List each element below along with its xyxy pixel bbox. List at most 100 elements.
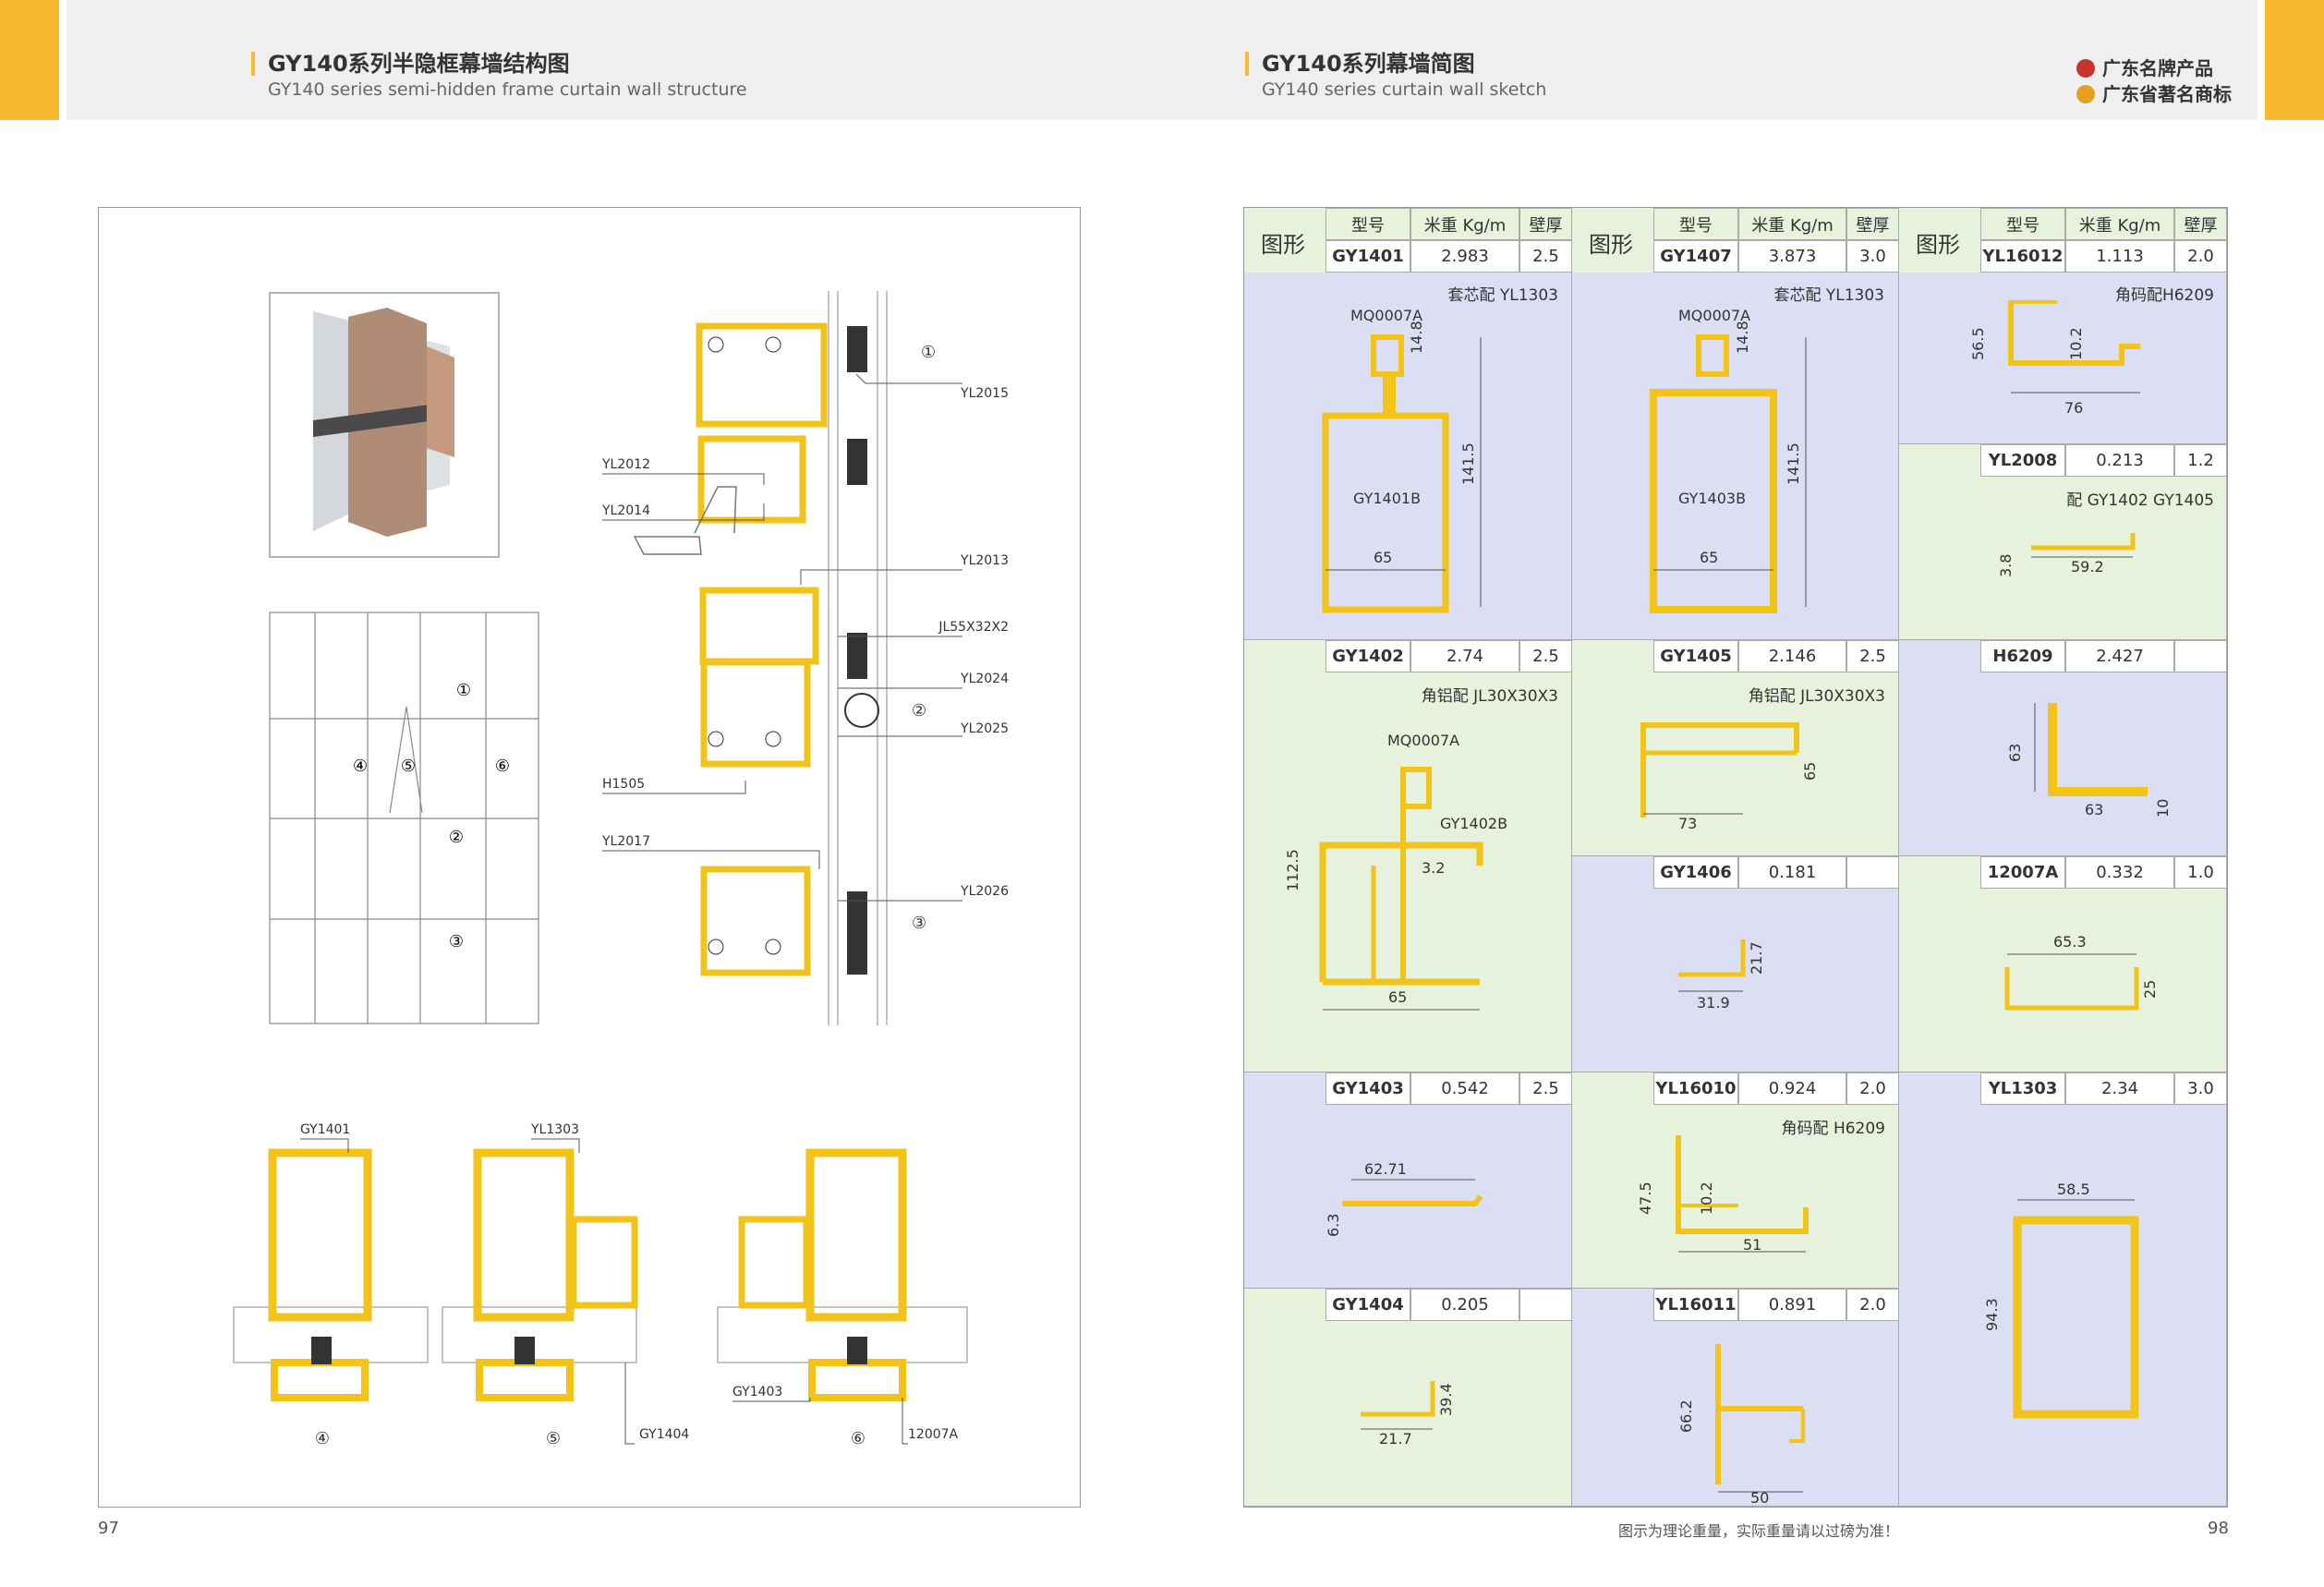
dim-d2: 39.4 [1437, 1383, 1455, 1416]
dim-d2: 6.3 [1325, 1214, 1342, 1237]
vertical-section [633, 291, 888, 1025]
dim-d1: 3.8 [1997, 554, 2015, 577]
thickness-cell: 2.0 [1846, 1289, 1899, 1321]
drawing-gy1402: MQ0007A GY1402B 112.5 3.2 65 [1284, 732, 1507, 1011]
panel-gy1405 [1572, 640, 1899, 856]
weight-cell: 3.873 [1738, 240, 1846, 273]
shape-header-1: 图形 [1261, 232, 1305, 258]
dim-d2: 73 [1678, 815, 1697, 832]
drawing-gy1403: 62.71 6.3 [1325, 1160, 1483, 1237]
dim-d2: 59.2 [2071, 558, 2104, 575]
mq-label: MQ0007A [1678, 307, 1750, 324]
weight-cell: 0.205 [1410, 1289, 1519, 1321]
drawing-12007a: 65.3 25 [2004, 933, 2159, 1011]
inner-label: GY1403B [1678, 490, 1746, 507]
section-mark-4: ④ [315, 1429, 330, 1448]
panel-gy1407 [1572, 273, 1899, 640]
section-mark-2: ② [912, 701, 926, 721]
mark-4: ④ [353, 757, 368, 776]
mark-1: ① [456, 681, 471, 700]
thickness-cell [1846, 856, 1899, 889]
horizontal-sections [233, 1148, 968, 1401]
mq-label: MQ0007A [1350, 307, 1422, 324]
label-yl2024: YL2024 [960, 672, 1009, 686]
weight-cell: 2.427 [2065, 640, 2174, 672]
thickness-cell: 2.5 [1519, 240, 1572, 273]
thickness-cell: 1.0 [2174, 856, 2227, 889]
thickness-cell [2174, 640, 2227, 672]
note-gy1402: 角铝配 JL30X30X3 [1421, 687, 1558, 706]
panel-h6209 [1899, 640, 2227, 856]
inner-label: GY1402B [1440, 815, 1507, 832]
note-yl2008: 配 GY1402 GY1405 [2066, 491, 2214, 510]
right-title-en: GY140 series curtain wall sketch [1262, 79, 1547, 100]
weight-cell: 0.891 [1738, 1289, 1846, 1321]
th-model-3: 型号 [1980, 208, 2065, 240]
drawing-yl1303: 58.5 94.3 [1983, 1181, 2139, 1419]
dim-d2: 50 [1750, 1489, 1769, 1507]
footer-note: 图示为理论重量，实际重量请以过磅为准！ [1618, 1522, 1900, 1540]
mark-6: ⑥ [495, 757, 510, 776]
model-cell: GY1402 [1325, 640, 1410, 672]
brand-seal-icon [2076, 59, 2095, 78]
th-weight-2: 米重 Kg/m [1738, 208, 1846, 240]
panel-gy1401 [1244, 273, 1572, 640]
dim-d2: 10.2 [2067, 327, 2085, 360]
thickness-cell: 2.0 [2174, 240, 2227, 273]
left-page-title: GY140系列半隐框幕墙结构图 GY140 series semi-hidden… [251, 52, 747, 100]
drawing-yl16012: 56.5 10.2 76 [1969, 300, 2140, 417]
panel-yl16012 [1899, 273, 2227, 444]
dim-d3: 10 [2154, 799, 2172, 818]
panel-yl16010 [1572, 1072, 1899, 1289]
th-weight-3: 米重 Kg/m [2065, 208, 2174, 240]
dim-d1: 21.7 [1748, 941, 1765, 975]
mark-2: ② [449, 828, 464, 847]
drawing-yl16011: 66.2 50 [1677, 1344, 1805, 1507]
dim-d2: 31.9 [1697, 994, 1730, 1012]
profile-table: 图形 图形 图形 型号 米重 Kg/m 壁厚 型号 米重 Kg/m 壁厚 型号 … [1243, 207, 2228, 1508]
model-cell: GY1404 [1325, 1289, 1410, 1321]
dim-d1: 14.8 [1408, 321, 1425, 354]
left-title-zh: GY140系列半隐框幕墙结构图 [251, 52, 747, 76]
panel-gy1403 [1244, 1072, 1572, 1289]
label-yl2026: YL2026 [960, 884, 1009, 899]
label-h1505: H1505 [602, 777, 645, 792]
right-page-title: GY140系列幕墙简图 GY140 series curtain wall sk… [1245, 52, 1546, 100]
panel-gy1402 [1244, 640, 1572, 1072]
drawing-yl2008: 3.8 59.2 [1997, 533, 2136, 577]
dim-d1: 66.2 [1677, 1399, 1695, 1433]
note-gy1407: 套芯配 YL1303 [1773, 286, 1884, 305]
left-title-en: GY140 series semi-hidden frame curtain w… [268, 79, 747, 100]
thickness-cell: 3.0 [2174, 1072, 2227, 1105]
dim-d3: 76 [2064, 399, 2083, 417]
drawing-yl16010: 47.5 10.2 51 [1637, 1135, 1809, 1254]
shape-header-2: 图形 [1589, 232, 1633, 258]
model-cell: 12007A [1980, 856, 2065, 889]
weight-cell: 2.983 [1410, 240, 1519, 273]
section-mark-6: ⑥ [851, 1429, 865, 1448]
weight-cell: 1.113 [2065, 240, 2174, 273]
thickness-cell: 3.0 [1846, 240, 1899, 273]
profile-drawings: MQ0007A GY1401B 14.8 141.5 65 MQ0007A GY… [1284, 300, 2172, 1507]
dim-d1: 58.5 [2057, 1181, 2090, 1198]
note-gy1401: 套芯配 YL1303 [1447, 286, 1558, 305]
weight-cell: 0.542 [1410, 1072, 1519, 1105]
weight-cell: 0.213 [2065, 444, 2174, 477]
panel-yl16011 [1572, 1289, 1899, 1507]
model-cell: GY1406 [1653, 856, 1738, 889]
dim-d2: 10.2 [1698, 1181, 1715, 1215]
label-yl2014: YL2014 [601, 503, 650, 518]
trademark-seal-icon [2076, 85, 2095, 103]
model-cell: YL16011 [1653, 1289, 1738, 1321]
mark-3: ③ [449, 932, 464, 951]
weight-cell: 2.146 [1738, 640, 1846, 672]
dim-d1: 14.8 [1734, 321, 1751, 354]
mq-label: MQ0007A [1387, 732, 1459, 749]
shape-header-3: 图形 [1916, 232, 1960, 258]
panel-gy1406 [1572, 856, 1899, 1072]
dim-d2: 94.3 [1983, 1298, 2001, 1331]
drawing-gy1404: 21.7 39.4 [1361, 1381, 1455, 1448]
thickness-cell: 1.2 [2174, 444, 2227, 477]
section-mark-5: ⑤ [546, 1429, 561, 1448]
model-cell: YL16012 [1980, 240, 2065, 273]
